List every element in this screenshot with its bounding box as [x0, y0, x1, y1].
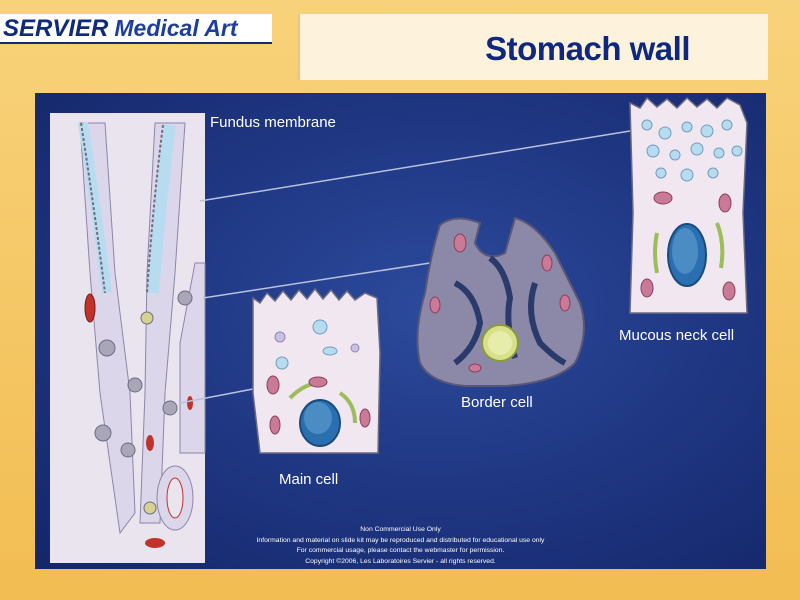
stomach-wall-illustration — [50, 96, 748, 563]
footer-line-2: Information and material on slide kit ma… — [256, 536, 545, 544]
logo-servier: SERVIER — [3, 15, 109, 42]
gastric-gland-tissue — [50, 113, 206, 563]
border-cell-illustration — [416, 216, 585, 387]
label-main-cell: Main cell — [279, 471, 339, 488]
main-cell-illustration — [252, 287, 381, 454]
label-border-cell: Border cell — [461, 394, 533, 411]
copyright-footer: Non Commercial Use Only Information and … — [35, 525, 766, 567]
label-mucous-neck-cell: Mucous neck cell — [619, 327, 735, 344]
mucous-neck-cell-illustration — [629, 96, 748, 314]
title-panel — [298, 14, 768, 80]
footer-line-4: Copyright ©2006, Les Laboratoires Servie… — [305, 557, 496, 565]
page-title: Stomach wall — [485, 30, 690, 67]
footer-line-3: For commercial usage, please contact the… — [296, 547, 505, 554]
footer-line-1: Non Commercial Use Only — [360, 526, 441, 533]
connector-lines — [179, 130, 631, 404]
logo-medical-art: Medical Art — [114, 15, 238, 41]
label-fundus-membrane: Fundus membrane — [210, 114, 336, 131]
diagram-canvas: Fundus membrane Main cell Border cell Mu… — [35, 93, 766, 569]
